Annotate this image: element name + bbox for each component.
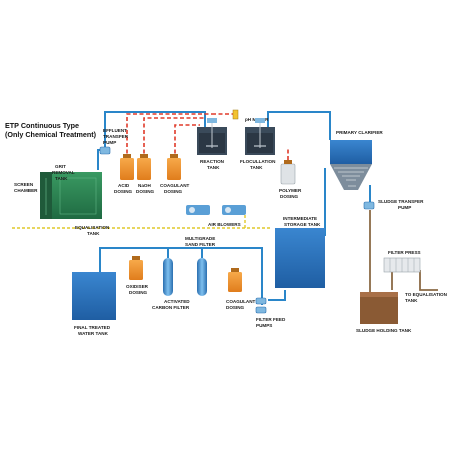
label-oxidiser-2: DOSING: [129, 290, 148, 295]
label-acid-dosing-2: DOSING: [114, 189, 133, 194]
label-polymer-dosing-1: POLYMER: [279, 188, 302, 193]
label-grit-removal-2: REMOVAL: [52, 170, 75, 175]
coagulant-dosing-tank-top: [167, 154, 181, 180]
sludge-transfer-pump: [363, 201, 375, 210]
label-final-tank-2: WATER TANK: [78, 331, 109, 336]
sludge-holding-tank: [360, 292, 398, 324]
multigrade-sand-filter: [197, 258, 207, 296]
label-air-blowers: AIR BLOWERS: [208, 222, 241, 227]
label-screen-chamber-2: CHAMBER: [14, 188, 38, 193]
label-reaction-tank-1: REACTION: [200, 159, 225, 164]
label-sludge-transfer-pump-1: SLUDGE TRANSFER: [378, 199, 424, 204]
oxidiser-dosing-tank: [129, 256, 143, 280]
diagram-title-line2: (Only Chemical Treatment): [5, 130, 97, 139]
label-equalisation-2: TANK: [87, 231, 100, 236]
label-screen-chamber-1: SCREEN: [14, 182, 34, 187]
label-polymer-dosing-2: DOSING: [280, 194, 299, 199]
label-intermediate-1: INTERMEDIATE: [283, 216, 317, 221]
coagulant-dosing-tank-bottom: [228, 268, 242, 292]
label-coagulant-top-1: COAGULANT: [160, 183, 190, 188]
label-grit-removal-3: TANK: [55, 176, 68, 181]
label-flocculation-2: TANK: [250, 165, 263, 170]
label-final-tank-1: FINAL TREATED: [74, 325, 111, 330]
label-grit-removal-1: GRIT: [55, 164, 66, 169]
label-reaction-tank-2: TANK: [207, 165, 220, 170]
intermediate-storage-tank: [275, 228, 325, 288]
label-acid-dosing-1: ACID: [118, 183, 130, 188]
filter-feed-pumps: [255, 297, 267, 314]
activated-carbon-filter: [163, 258, 173, 296]
equalisation-tank: [40, 172, 102, 219]
label-sand-filter-1: MULTIGRADE: [185, 236, 215, 241]
label-oxidiser-1: OXIDISER: [126, 284, 149, 289]
label-to-equalisation-2: TANK: [405, 298, 418, 303]
acid-dosing-tank: [120, 154, 134, 180]
naoh-dosing-tank: [137, 154, 151, 180]
label-equalisation-1: EQUALISATION: [75, 225, 110, 230]
label-intermediate-2: STORAGE TANK: [284, 222, 321, 227]
label-sludge-holding-tank: SLUDGE HOLDING TANK: [356, 328, 412, 333]
label-filter-press: FILTER PRESS: [388, 250, 421, 255]
label-effluent-pump-2: TRANSFER: [103, 134, 129, 139]
label-effluent-pump-1: EFFLUENT: [103, 128, 127, 133]
label-coagulant-bottom-1: COAGULANT: [226, 299, 256, 304]
ph-meter: [232, 109, 239, 120]
air-blower-1: [186, 205, 210, 215]
reaction-tank: [197, 118, 227, 155]
final-treated-water-tank: [72, 272, 116, 320]
label-to-equalisation-1: TO EQUALISATION: [405, 292, 448, 297]
air-blower-2: [222, 205, 246, 215]
filter-press: [383, 257, 421, 273]
label-filter-feed-2: PUMPS: [256, 323, 272, 328]
label-naoh-dosing-2: DOSING: [136, 189, 155, 194]
label-naoh-dosing-1: NaOH: [138, 183, 151, 188]
label-sand-filter-2: SAND FILTER: [185, 242, 216, 247]
diagram-title-line1: ETP Continuous Type: [5, 121, 79, 130]
label-filter-feed-1: FILTER FEED: [256, 317, 286, 322]
label-coagulant-bottom-2: DOSING: [226, 305, 245, 310]
label-carbon-filter-2: CARBON FILTER: [152, 305, 190, 310]
label-effluent-pump-3: PUMP: [103, 140, 116, 145]
label-primary-clarifier: PRIMARY CLARIFIER: [336, 130, 383, 135]
polymer-dosing-tank: [280, 160, 296, 185]
chemical-dosing-lines: [126, 113, 289, 160]
effluent-transfer-pump: [99, 146, 111, 155]
label-coagulant-top-2: DOSING: [164, 189, 183, 194]
primary-clarifier: [330, 140, 372, 190]
flocculation-tank: [245, 118, 275, 155]
label-carbon-filter-1: ACTIVATED: [164, 299, 190, 304]
label-flocculation-1: FLOCULLATION: [240, 159, 276, 164]
label-sludge-transfer-pump-2: PUMP: [398, 205, 411, 210]
